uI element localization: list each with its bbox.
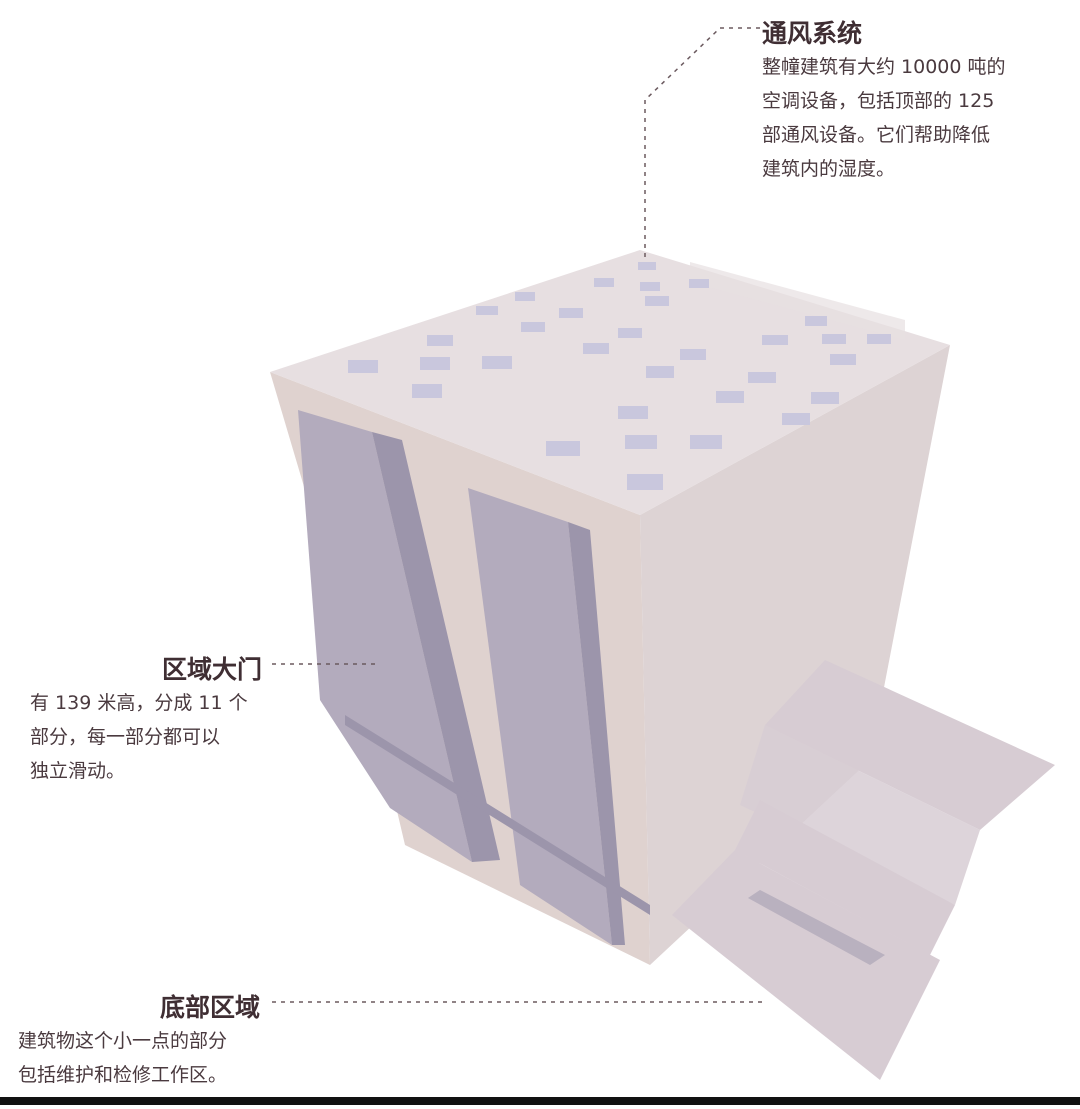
gate-right (468, 488, 612, 945)
vent-icon (645, 296, 669, 306)
vent-icon (782, 413, 810, 425)
gate-description: 有 139 米高，分成 11 个 部分，每一部分都可以 独立滑动。 (30, 692, 248, 782)
vent-icon (627, 474, 663, 490)
gate-left-shadow (372, 432, 500, 862)
base-annex (672, 660, 1055, 1080)
vent-icon (521, 322, 545, 332)
vent-icon (762, 335, 788, 345)
vent-icon (638, 262, 656, 270)
vent-description: 整幢建筑有大约 10000 吨的 空调设备，包括顶部的 125 部通风设备。它们… (762, 56, 1006, 180)
annex-top-step (765, 660, 1055, 830)
annex-mid-step (735, 800, 955, 955)
annex-slot (748, 890, 885, 965)
annex-front-1 (740, 725, 980, 905)
vent-icon (680, 349, 706, 360)
vent-icon (690, 435, 722, 449)
vent-icon (625, 435, 657, 449)
vent-icon (515, 292, 535, 301)
vent-icon (482, 356, 512, 369)
gate-title: 区域大门 (162, 655, 263, 684)
vent-icon (583, 343, 609, 354)
roof-raised-section (690, 262, 905, 340)
vent-icon (348, 360, 378, 373)
vent-icon (412, 384, 442, 398)
base-description: 建筑物这个小一点的部分 包括维护和检修工作区。 (18, 1030, 228, 1086)
vent-icon (748, 372, 776, 383)
gate-right-shadow (568, 522, 625, 945)
area-gates (298, 410, 650, 945)
vent-leader-line (644, 27, 760, 262)
vent-icon (594, 278, 614, 287)
annex-low-step (672, 850, 940, 1080)
vent-icon (618, 406, 648, 419)
vent-icon (546, 441, 580, 456)
building-roof (270, 250, 950, 515)
vent-icon (640, 282, 660, 291)
roof-vents (348, 262, 891, 490)
leader-lines (272, 27, 765, 1003)
vent-icon (830, 354, 856, 365)
vent-icon (867, 334, 891, 344)
vent-icon (618, 328, 642, 338)
vent-icon (476, 306, 498, 315)
vent-icon (716, 391, 744, 403)
vent-icon (805, 316, 827, 326)
vent-icon (559, 308, 583, 318)
building-right-face (640, 345, 950, 965)
vent-title: 通风系统 (762, 19, 863, 48)
vent-icon (822, 334, 846, 344)
vent-icon (420, 357, 450, 370)
base-title: 底部区域 (160, 993, 261, 1022)
gate-bar (345, 715, 650, 915)
vent-icon (646, 366, 674, 378)
vent-icon (689, 279, 709, 288)
gate-left (298, 410, 472, 862)
bottom-border (0, 1097, 1080, 1105)
vent-icon (427, 335, 453, 346)
vent-icon (811, 392, 839, 404)
